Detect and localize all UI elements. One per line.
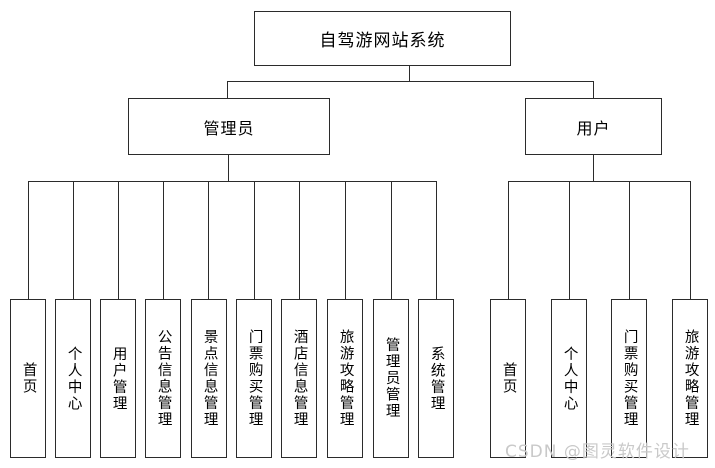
node-user-leaf-1[interactable]: 首页 — [490, 299, 526, 458]
edge-user-drop-3 — [629, 181, 631, 300]
edge-level2-bus — [227, 81, 594, 83]
node-label: 门票购买管理 — [246, 329, 263, 428]
edge-user-bus — [508, 181, 690, 183]
edge-admin-drop-9 — [391, 181, 393, 300]
node-label: 景点信息管理 — [201, 329, 218, 428]
node-admin-leaf-6[interactable]: 门票购买管理 — [236, 299, 272, 458]
node-label: 酒店信息管理 — [291, 329, 308, 428]
node-admin[interactable]: 管理员 — [128, 98, 330, 155]
node-root-label: 自驾游网站系统 — [319, 31, 446, 51]
node-user-leaf-3[interactable]: 门票购买管理 — [611, 299, 647, 458]
watermark: CSDN @图灵软件设计 — [505, 442, 690, 462]
node-label: 用户管理 — [110, 345, 127, 412]
node-label: 系统管理 — [428, 345, 445, 412]
node-root[interactable]: 自驾游网站系统 — [254, 11, 511, 66]
node-admin-leaf-5[interactable]: 景点信息管理 — [191, 299, 227, 458]
edge-admin-drop-7 — [299, 181, 301, 300]
node-label: 旅游攻略管理 — [682, 329, 699, 428]
node-label: 旅游攻略管理 — [337, 329, 354, 428]
node-label: 管理员管理 — [383, 337, 400, 420]
edge-drop-user — [593, 81, 595, 99]
node-admin-leaf-10[interactable]: 系统管理 — [418, 299, 454, 458]
node-admin-leaf-3[interactable]: 用户管理 — [100, 299, 136, 458]
edge-admin-stem — [228, 155, 230, 182]
node-label: 公告信息管理 — [155, 329, 172, 428]
edge-admin-drop-6 — [254, 181, 256, 300]
node-user[interactable]: 用户 — [525, 98, 662, 155]
node-label: 门票购买管理 — [621, 329, 638, 428]
edge-root-stem — [409, 66, 411, 82]
edge-user-stem — [593, 155, 595, 182]
node-user-label: 用户 — [576, 118, 611, 138]
node-admin-leaf-2[interactable]: 个人中心 — [55, 299, 91, 458]
edge-admin-bus — [28, 181, 437, 183]
edge-user-drop-1 — [508, 181, 510, 300]
node-admin-leaf-8[interactable]: 旅游攻略管理 — [327, 299, 363, 458]
node-admin-leaf-9[interactable]: 管理员管理 — [373, 299, 409, 458]
node-label: 个人中心 — [561, 345, 578, 412]
edge-user-drop-4 — [690, 181, 692, 300]
node-admin-leaf-1[interactable]: 首页 — [10, 299, 46, 458]
node-user-leaf-2[interactable]: 个人中心 — [551, 299, 587, 458]
node-label: 首页 — [20, 362, 37, 395]
edge-user-drop-2 — [569, 181, 571, 300]
edge-drop-admin — [227, 81, 229, 99]
edge-admin-drop-2 — [73, 181, 75, 300]
edge-admin-drop-10 — [436, 181, 438, 300]
edge-admin-drop-3 — [118, 181, 120, 300]
node-user-leaf-4[interactable]: 旅游攻略管理 — [672, 299, 708, 458]
node-label: 个人中心 — [65, 345, 82, 412]
edge-admin-drop-1 — [28, 181, 30, 300]
node-label: 首页 — [500, 362, 517, 395]
node-admin-leaf-7[interactable]: 酒店信息管理 — [281, 299, 317, 458]
node-admin-label: 管理员 — [203, 118, 255, 138]
node-admin-leaf-4[interactable]: 公告信息管理 — [145, 299, 181, 458]
edge-admin-drop-8 — [345, 181, 347, 300]
edge-admin-drop-5 — [208, 181, 210, 300]
edge-admin-drop-4 — [163, 181, 165, 300]
